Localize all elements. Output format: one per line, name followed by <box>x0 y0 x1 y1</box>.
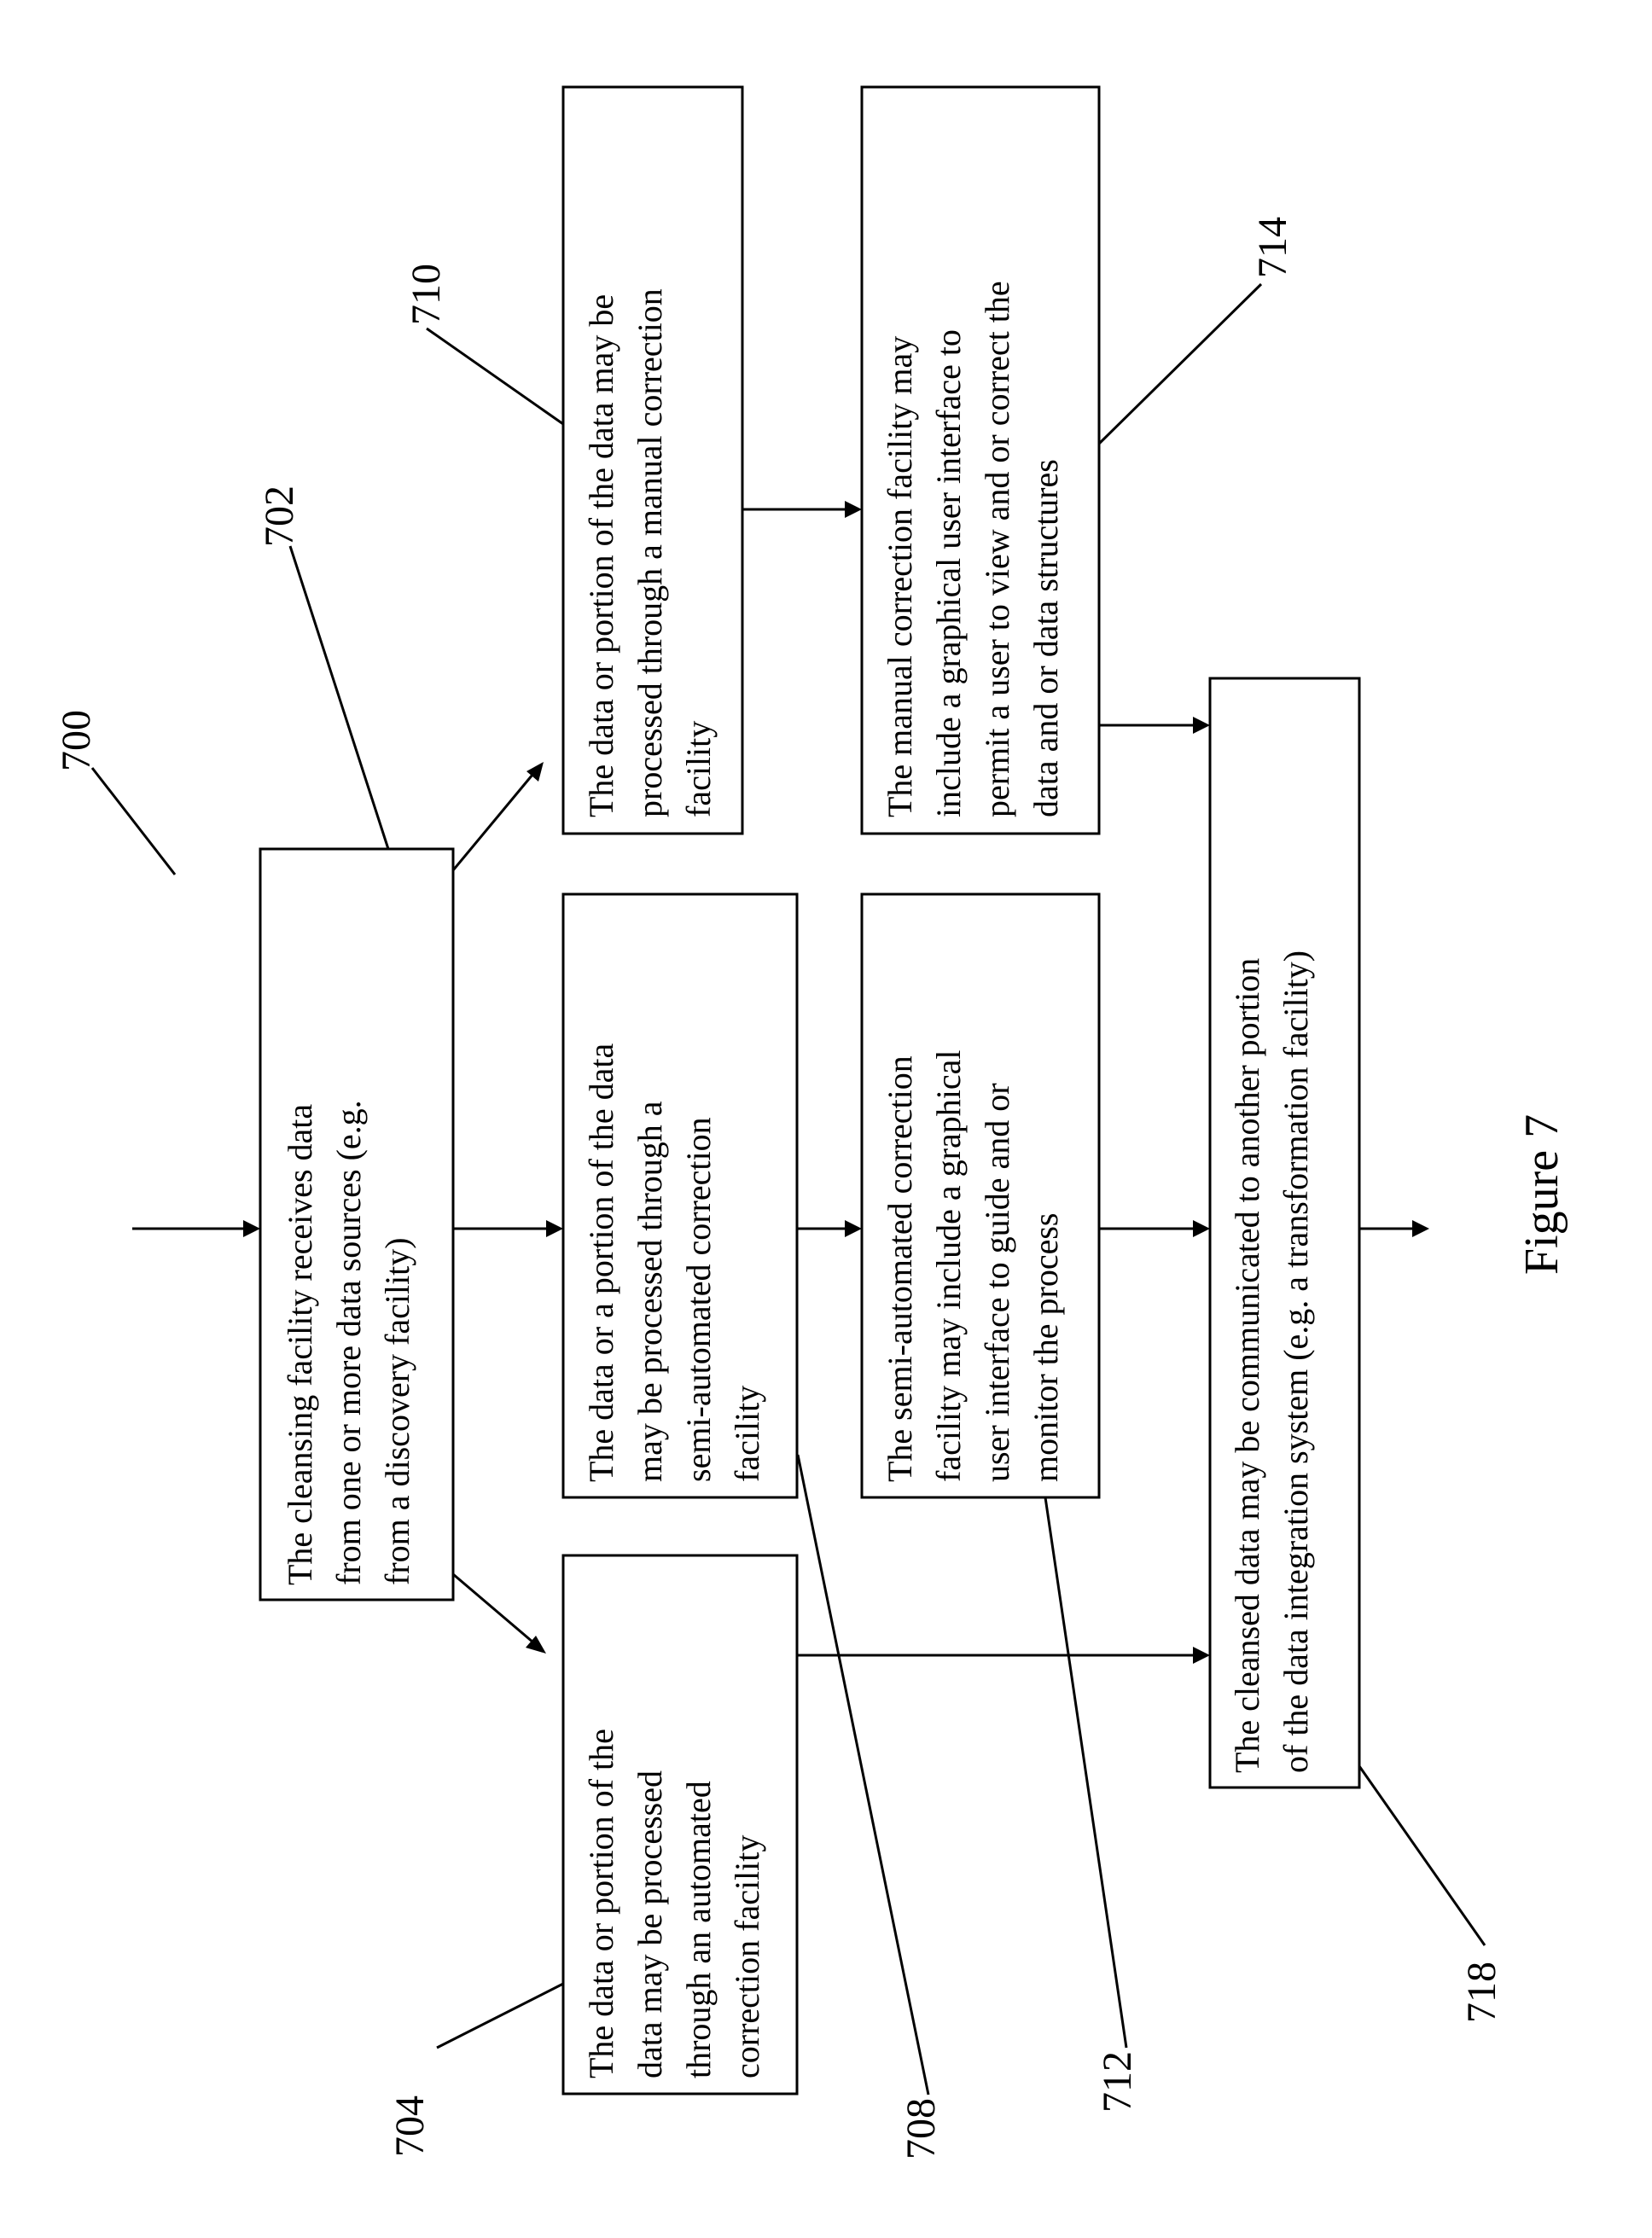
box-718-line-1: The cleansed data may be communicated to… <box>1228 958 1266 1773</box>
box-710-line-2: processed through a manual correction <box>631 288 669 817</box>
leader-line-700 <box>92 768 175 875</box>
box-704-line-1: The data or portion of the <box>582 1729 620 2078</box>
arrow-702-to-704 <box>453 1574 546 1654</box>
leader-line-708 <box>798 1455 928 2095</box>
box-710-line-1: The data or portion of the data may be <box>582 294 620 817</box>
arrow-input-to-702 <box>132 1220 260 1237</box>
box-702-line-1: The cleansing facility receives data <box>281 1104 319 1585</box>
box-708-line-2: may be processed through a <box>631 1101 669 1482</box>
figure-label: Figure 7 <box>1515 1114 1568 1275</box>
ref-704: 704 <box>387 2096 433 2157</box>
box-710-line-3: facility <box>679 721 718 817</box>
leader-line-714 <box>1099 284 1261 444</box>
box-718-line-2: of the data integration system (e.g. a t… <box>1277 950 1315 1773</box>
box-704-line-2: data may be processed <box>631 1770 669 2078</box>
arrow-712-to-718 <box>1099 1220 1210 1237</box>
ref-714: 714 <box>1250 217 1295 278</box>
ref-710: 710 <box>404 264 449 325</box>
leader-line-712 <box>1045 1497 1126 2048</box>
ref-712: 712 <box>1095 2051 1140 2113</box>
box-704-line-4: correction facility <box>728 1835 766 2078</box>
box-708-line-1: The data or a portion of the data <box>582 1043 620 1482</box>
box-714-line-1: The manual correction facility may <box>881 336 919 817</box>
leader-line-710 <box>427 328 563 424</box>
leader-line-704 <box>437 1984 563 2048</box>
leader-line-718 <box>1359 1766 1485 1945</box>
figure-reference-700: 700 <box>54 710 99 771</box>
box-702-line-2: from one or more data sources (e.g. <box>329 1100 368 1585</box>
ref-702: 702 <box>257 485 302 547</box>
box-714-line-4: data and or data structures <box>1027 459 1065 817</box>
arrow-718-output <box>1359 1220 1429 1237</box>
arrow-702-to-710 <box>453 762 544 870</box>
box-714-line-3: permit a user to view and or correct the <box>978 281 1016 817</box>
box-704-line-3: through an automated <box>679 1781 718 2078</box>
arrow-710-to-714 <box>742 501 862 518</box>
box-702-line-3: from a discovery facility) <box>378 1237 416 1585</box>
ref-708: 708 <box>899 2098 944 2160</box>
arrow-704-to-718 <box>797 1647 1210 1664</box>
box-712-line-2: facility may include a graphical <box>929 1050 968 1482</box>
arrow-702-to-708 <box>453 1220 563 1237</box>
box-712-line-4: monitor the process <box>1027 1213 1065 1483</box>
box-708-line-4: facility <box>728 1386 766 1482</box>
ref-718: 718 <box>1459 1962 1504 2023</box>
arrow-714-to-718 <box>1099 717 1210 734</box>
box-712-line-3: user interface to guide and or <box>978 1083 1016 1482</box>
box-714-line-2: include a graphical user interface to <box>929 329 968 817</box>
box-708-line-3: semi-automated correction <box>679 1117 718 1482</box>
arrow-708-to-712 <box>797 1220 862 1237</box>
box-712-line-1: The semi-automated correction <box>881 1055 919 1482</box>
leader-line-702 <box>290 546 388 849</box>
